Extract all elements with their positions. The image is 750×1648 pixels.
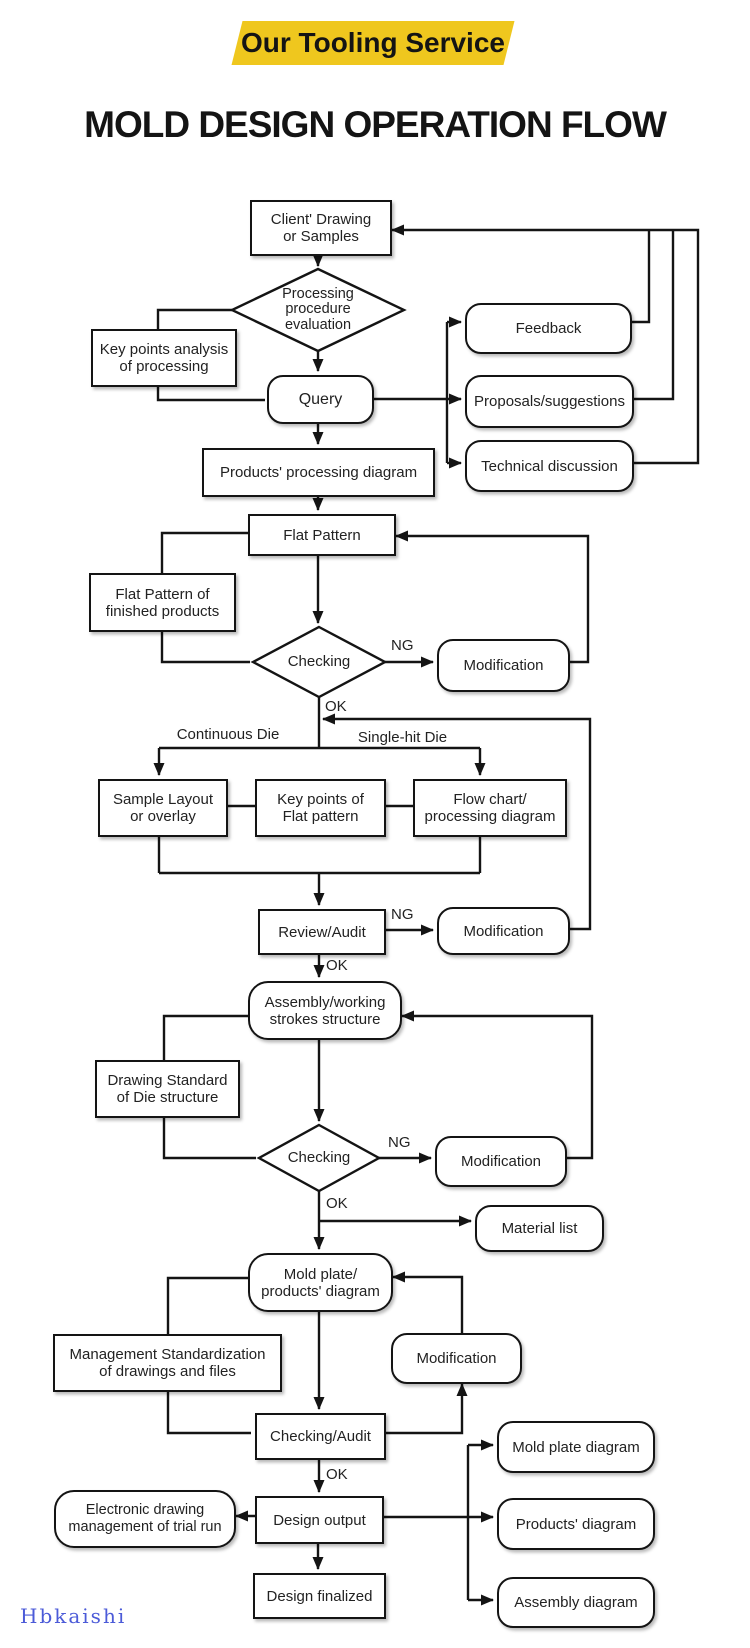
node-drawing-standard: Drawing Standard of Die structure — [95, 1060, 240, 1118]
edge-label-ng-1: NG — [391, 637, 414, 654]
banner-ribbon: Our Tooling Service — [231, 21, 515, 65]
edge-label-continuous-die: Continuous Die — [176, 726, 280, 743]
node-design-finalized: Design finalized — [253, 1573, 386, 1619]
node-sample-layout: Sample Layout or overlay — [98, 779, 228, 837]
node-flow-chart: Flow chart/ processing diagram — [413, 779, 567, 837]
node-assembly-diagram: Assembly diagram — [497, 1577, 655, 1628]
node-key-points-flat-pattern: Key points of Flat pattern — [255, 779, 386, 837]
node-review-audit: Review/Audit — [258, 909, 386, 955]
edge-label-ng-2: NG — [391, 906, 414, 923]
edge-label-ok-2: OK — [326, 957, 348, 974]
node-flat-pattern: Flat Pattern — [248, 514, 396, 556]
node-query: Query — [267, 375, 374, 424]
decision-label-checking-2: Checking — [287, 1149, 351, 1167]
node-proposals-suggestions: Proposals/suggestions — [465, 375, 634, 428]
node-modification-3: Modification — [435, 1136, 567, 1187]
edge-label-ng-3: NG — [388, 1134, 411, 1151]
node-mold-plate-diagram: Mold plate diagram — [497, 1421, 655, 1473]
node-products-diagram: Products' diagram — [497, 1498, 655, 1550]
node-key-points-analysis: Key points analysis of processing — [91, 329, 237, 387]
node-modification-4: Modification — [391, 1333, 522, 1384]
node-technical-discussion: Technical discussion — [465, 440, 634, 492]
node-modification-1: Modification — [437, 639, 570, 692]
decision-label-checking-1: Checking — [287, 653, 351, 671]
node-design-output: Design output — [255, 1496, 384, 1544]
node-mold-plate-products-diagram: Mold plate/ products' diagram — [248, 1253, 393, 1312]
decision-checking-2 — [256, 1123, 382, 1193]
page-title: MOLD DESIGN OPERATION FLOW — [84, 104, 667, 145]
edge-label-single-hit-die: Single-hit Die — [357, 729, 448, 746]
node-feedback: Feedback — [465, 303, 632, 354]
watermark-hbkaishi: Hbkaishi — [20, 1604, 127, 1628]
node-electronic-drawing-management: Electronic drawing management of trial r… — [54, 1490, 236, 1548]
node-assembly-working-strokes: Assembly/working strokes structure — [248, 981, 402, 1040]
edge-label-ok-3: OK — [326, 1195, 348, 1212]
node-client-drawing: Client' Drawing or Samples — [250, 200, 392, 256]
banner-label: Our Tooling Service — [241, 27, 505, 58]
decision-checking-1 — [250, 625, 388, 699]
node-management-standardization: Management Standardization of drawings a… — [53, 1334, 282, 1392]
node-modification-2: Modification — [437, 907, 570, 955]
decision-label-processing-procedure: Processing procedure evaluation — [282, 285, 354, 333]
node-checking-audit: Checking/Audit — [255, 1413, 386, 1460]
edge-label-ok-1: OK — [325, 698, 347, 715]
edge-label-ok-4: OK — [326, 1466, 348, 1483]
node-material-list: Material list — [475, 1205, 604, 1252]
node-products-processing-diagram: Products' processing diagram — [202, 448, 435, 497]
node-flat-pattern-finished: Flat Pattern of finished products — [89, 573, 236, 632]
decision-processing-procedure-evaluation — [229, 267, 407, 353]
